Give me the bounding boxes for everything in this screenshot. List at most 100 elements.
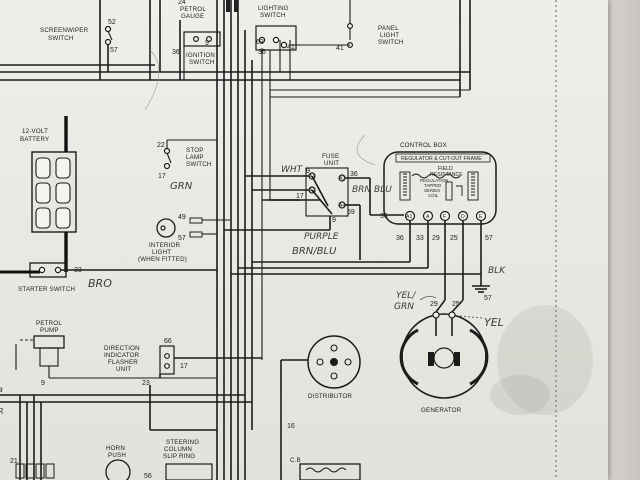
note-blk: BLK (488, 266, 506, 276)
distributor: DISTRIBUTOR 16 C.B (280, 335, 361, 480)
fuse-terminal-a1: A1 (309, 174, 315, 180)
wire-number-25: 25 (452, 301, 460, 308)
note-yel: YEL (484, 316, 504, 329)
distributor-label: DISTRIBUTOR (308, 393, 352, 400)
wire-number-66: 66 (164, 338, 172, 345)
handwritten-notes: WHT GRN BRN BLU PURPLE BRN/BLU BRO BLK Y… (88, 49, 506, 329)
wire-number-9: 9 (205, 40, 209, 47)
note-grn: GRN (170, 181, 193, 192)
wire-number-69: 69 (347, 209, 355, 216)
fuse-terminal-a3: A3 (339, 176, 345, 182)
left-harness: 21 a R (0, 385, 55, 479)
wire-number-29: 29 (432, 235, 440, 242)
wire-number-36: 36 (350, 171, 358, 178)
fingerprint-smudge (497, 305, 593, 415)
wire-number-17: 17 (296, 193, 304, 200)
wire-number-17: 17 (158, 173, 166, 180)
cb-terminal-a: A (426, 214, 430, 220)
wire-number-49: 49 (178, 214, 186, 221)
starter-switch: 33 STARTER SWITCH (0, 262, 217, 293)
wire-number-33: 33 (416, 235, 424, 242)
wire-number-57: 57 (178, 235, 186, 242)
left-handwriting-2: R (0, 407, 4, 416)
cb-terminal-f: F (443, 214, 446, 220)
wire-number-9: 9 (41, 380, 45, 387)
vertical-wire-loom (99, 0, 291, 480)
wire-number-23: 23 (142, 380, 150, 387)
wire-number-9: 9 (306, 168, 310, 175)
cb-terminal-d: D (461, 214, 465, 220)
wire-number-41: 41 (287, 44, 295, 51)
wire-number-33: 33 (74, 267, 82, 274)
wire-number-9: 9 (332, 217, 336, 224)
wire-number-21: 21 (10, 458, 18, 465)
generator: 57 29 25 GENERATOR (399, 274, 492, 414)
starter-switch-label: STARTER SWITCH (18, 286, 75, 293)
note-bro: BRO (88, 277, 112, 290)
wire-number-16: 16 (287, 423, 295, 430)
wire-number-24: 24 (178, 0, 186, 6)
control-box-label: CONTROL BOX (400, 142, 447, 149)
wire-number-36: 36 (396, 235, 404, 242)
note-brn-blu-2: BRN/BLU (292, 246, 337, 257)
wire-number-57: 57 (485, 235, 493, 242)
wire-number-22: 22 (157, 142, 165, 149)
fuse-terminal-a4: A4 (339, 203, 345, 209)
wire-number-62: 62 (256, 39, 264, 46)
wire-number-36: 36 (258, 49, 266, 56)
fingerprint-smudge-2 (490, 375, 550, 415)
fuse-terminal-a2: A2 (309, 188, 315, 194)
wire-number-41: 41 (336, 45, 344, 52)
control-box-frame-label: REGULATOR & CUT-OUT FRAME (401, 156, 482, 162)
note-yel-grn: YEL/GRN (394, 291, 416, 312)
note-brn-blu: BRN BLU (352, 185, 392, 195)
wire-number-52: 52 (108, 19, 116, 26)
generator-label: GENERATOR (421, 407, 462, 414)
note-purple: PURPLE (304, 232, 339, 242)
control-box: CONTROL BOX REGULATOR & CUT-OUT FRAME FI… (231, 142, 497, 300)
cb-terminal-e: E (479, 214, 483, 220)
wire-number-56: 56 (144, 473, 152, 480)
wire-number-36: 36 (380, 213, 388, 220)
wire-number-57: 57 (110, 47, 118, 54)
wire-number-57: 57 (484, 295, 492, 302)
cb-terminal-a1: A1 (406, 214, 412, 220)
wire-number-17: 17 (180, 363, 188, 370)
top-wire-bus (0, 0, 471, 98)
wire-number-36: 36 (172, 49, 180, 56)
note-wht: WHT (281, 165, 304, 175)
left-handwriting: a (0, 385, 3, 394)
cb-label: C.B (290, 457, 301, 464)
